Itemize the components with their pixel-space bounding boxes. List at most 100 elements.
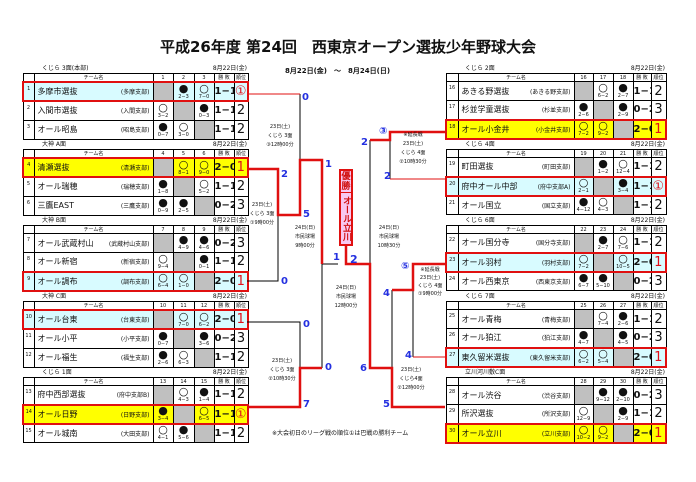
win-circle-icon: ○ <box>598 195 608 209</box>
rank: 1 <box>233 309 249 330</box>
win-circle-icon: ○ <box>158 271 168 284</box>
team-name-cell: オール城南(大田支部) <box>33 423 154 443</box>
match-score: 2−1 <box>578 188 589 194</box>
win-circle-icon: ○ <box>578 252 589 265</box>
team-name-cell: オール日野(日野支部) <box>33 403 154 425</box>
bracket-score: ③ <box>379 126 388 137</box>
group-date: 8月22日(金) <box>212 141 247 148</box>
group-date: 8月22日(金) <box>630 65 665 72</box>
win-circle-icon: ○ <box>199 310 209 323</box>
champion-box: 優勝 オール立川 <box>339 169 353 246</box>
loss-dot-icon: ● <box>618 309 628 322</box>
match-score: 0−7 <box>157 131 169 138</box>
team-name: オール狛江 <box>461 333 502 343</box>
team-branch: (調布支部) <box>120 278 150 286</box>
team-branch: (立川支部) <box>541 430 571 438</box>
rank: 1 <box>650 346 667 368</box>
match-score: 2−9 <box>617 111 629 118</box>
loss-dot-icon: ● <box>199 252 209 265</box>
champion-team: オール立川 <box>341 196 351 241</box>
win-loss-record: 1−1 <box>213 403 235 425</box>
match-result: ○6−5 <box>193 403 215 425</box>
bracket-score: 2 <box>384 171 391 182</box>
team-branch: (国分寺支部) <box>535 240 571 248</box>
team-name: オール西東京 <box>461 276 510 286</box>
winner-path <box>344 246 445 409</box>
champion-label: 優勝 <box>341 172 351 193</box>
match-result: ○1−0 <box>172 270 195 292</box>
win-circle-icon: ○ <box>578 347 589 360</box>
match-score: 3−4 <box>617 188 629 194</box>
team-branch: (杉並支部) <box>541 107 571 115</box>
self-cell <box>612 346 634 368</box>
team-name: オール立川 <box>461 428 502 438</box>
win-circle-icon: ○ <box>578 176 589 189</box>
match-score: 4−5 <box>617 339 629 346</box>
match-score: 7−4 <box>597 321 609 327</box>
team-branch: (清瀬支部) <box>120 165 150 172</box>
date-range: 8月22日(金) ～ 8月24日(日) <box>285 67 391 75</box>
team-name: あきる野選抜 <box>461 86 510 96</box>
win-loss-record: 1−1 <box>213 81 235 102</box>
team-name: オール台東 <box>37 315 78 324</box>
team-name: オール城南 <box>37 428 78 438</box>
self-cell <box>612 271 634 291</box>
footnote: ※大会初日のリーグ戦の順位①は巴戦の勝利チーム <box>272 430 409 437</box>
rank: 3 <box>233 328 249 349</box>
team-name-cell: 府中オール中部(府中支部A) <box>457 175 575 197</box>
team-name-cell: オール立川 (立川支部) <box>457 422 575 444</box>
group-venue: くじら 1面 <box>42 369 72 376</box>
self-cell <box>172 176 195 197</box>
team-name: オール青梅 <box>461 314 502 324</box>
match-score: 7−6 <box>617 244 629 251</box>
self-cell <box>193 119 215 140</box>
bracket-score: 0 <box>303 319 310 330</box>
bracket-score: 0 <box>281 276 288 287</box>
match-score: 4−3 <box>597 207 609 214</box>
win-circle-icon: ○ <box>578 423 589 436</box>
loss-dot-icon: ● <box>578 195 589 209</box>
match-score: 6−3 <box>178 359 189 366</box>
final-score-right: 2 <box>350 253 358 266</box>
match-score: 1−4 <box>198 396 210 403</box>
team-branch: (武蔵村山支部) <box>108 240 150 248</box>
match-score: 7−2 <box>578 264 589 270</box>
rank: ① <box>650 175 667 197</box>
team-name-cell: 東久留米選抜(東久留米支部) <box>457 346 575 368</box>
match-score: 2−7 <box>597 244 609 251</box>
win-circle-icon: ○ <box>578 119 589 132</box>
win-loss-record: 2−0 <box>632 346 652 368</box>
win-circle-icon: ○ <box>618 252 628 265</box>
team-name: 清瀬選抜 <box>37 163 70 172</box>
team-name: 町田選抜 <box>461 162 494 172</box>
group-date: 8月22日(金) <box>630 293 665 300</box>
match-result: ○7−2 <box>573 118 594 140</box>
loss-dot-icon: ● <box>618 176 628 189</box>
group-venue: 大神 C面 <box>42 293 67 300</box>
winner-path <box>392 262 445 292</box>
group-venue: くじら 6面 <box>465 217 495 224</box>
self-cell <box>152 157 174 178</box>
winner-path <box>370 130 445 142</box>
win-circle-icon: ○ <box>618 233 628 246</box>
win-circle-icon: ○ <box>178 348 189 361</box>
team-name-cell: 町田選抜(町田支部) <box>457 157 575 177</box>
team-name: オール羽村 <box>461 257 502 267</box>
match-score: 2−5 <box>178 207 189 214</box>
